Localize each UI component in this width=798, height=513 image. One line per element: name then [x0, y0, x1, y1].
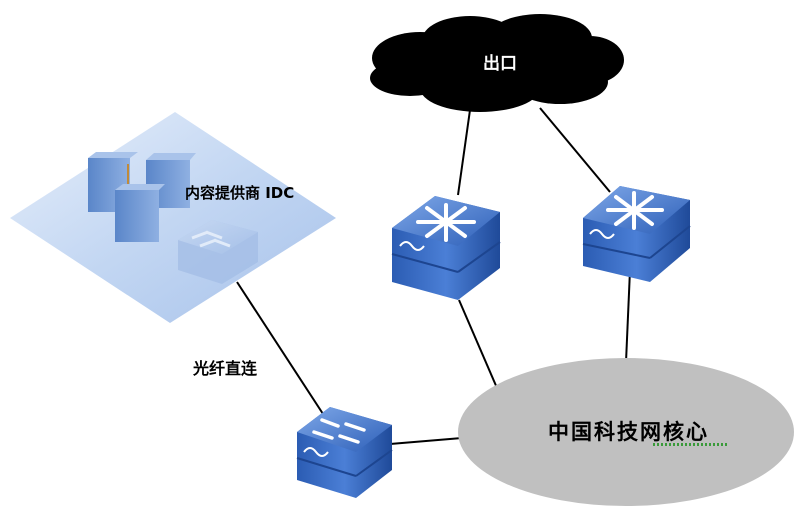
link-cloud-router-left [457, 109, 471, 196]
access-switch-icon [296, 407, 393, 498]
link-router-right-core [625, 269, 631, 363]
core-network-label: 中国科技网核心 [548, 420, 709, 444]
exit-cloud [370, 14, 624, 112]
spellcheck-underline [653, 443, 729, 446]
core-network-ellipse [458, 358, 794, 506]
exit-cloud-label: 出口 [483, 54, 517, 74]
idc-label: 内容提供商 IDC [185, 184, 295, 202]
link-cloud-router-right [539, 107, 611, 193]
server-icon [115, 184, 165, 242]
router-right-icon [582, 186, 691, 282]
idc-switch-icon [178, 220, 258, 284]
link-router-left-core [458, 299, 498, 389]
fiber-link-label: 光纤直连 [193, 359, 258, 378]
link-idc-switch [236, 281, 326, 418]
link-switch-core [389, 437, 463, 445]
router-left-icon [391, 196, 501, 300]
idc-zone [10, 112, 336, 323]
links [236, 107, 631, 445]
